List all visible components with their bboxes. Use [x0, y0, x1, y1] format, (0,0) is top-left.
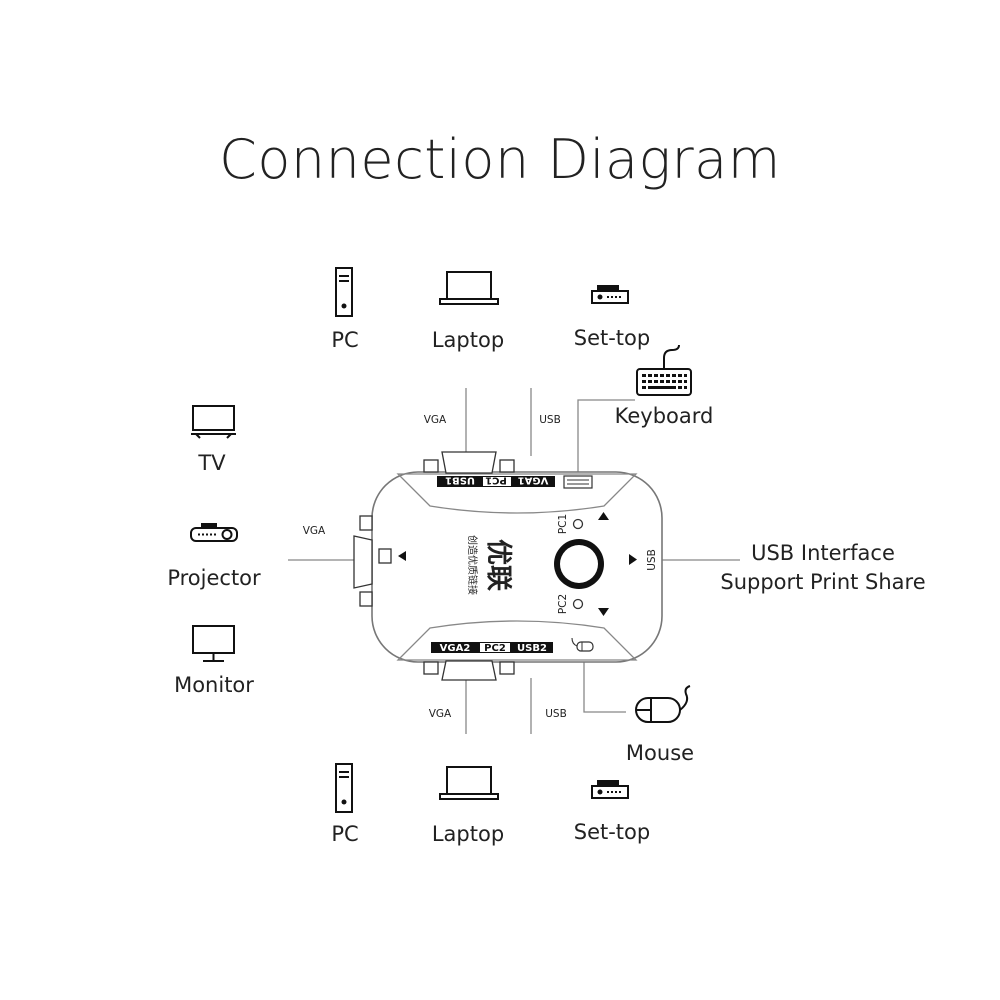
monitor: Monitor	[174, 625, 254, 697]
diagram-title: Connection Diagram	[219, 128, 781, 191]
laptop-icon	[439, 766, 499, 800]
top-usb-label: USB	[539, 414, 561, 426]
top-settop: Set-top	[574, 285, 650, 350]
top-settop-label: Set-top	[574, 326, 650, 350]
led-pc2: PC2	[557, 594, 584, 614]
top-port-strip: VGA1 PC1 USB1	[437, 475, 555, 487]
bottom-settop-label: Set-top	[574, 820, 650, 844]
mouse-port-icon	[571, 637, 594, 652]
arrow-up-icon	[598, 512, 609, 520]
settop-box-icon	[591, 285, 629, 304]
switch-body	[371, 471, 663, 663]
mouse: Mouse	[626, 685, 694, 765]
left-vga-label: VGA	[303, 525, 326, 537]
keyboard: Keyboard	[615, 344, 714, 428]
usb-interface: USB Interface Support Print Share	[720, 541, 925, 594]
brand-logo: 优联 创造优质链接	[466, 535, 513, 595]
switch-button[interactable]	[554, 539, 604, 589]
projector: Projector	[167, 523, 261, 590]
brand-main-text: 优联	[483, 539, 513, 591]
keyboard-icon	[636, 344, 692, 396]
cable-lines	[288, 388, 740, 734]
bottom-pc: PC	[331, 763, 359, 846]
arrow-right-icon	[629, 554, 637, 565]
led-pc1-label: PC1	[557, 514, 569, 534]
port-label-pc2: PC2	[484, 643, 506, 654]
port-label-usb1: USB1	[445, 475, 475, 486]
projector-icon	[190, 523, 238, 542]
left-vga-connector	[353, 515, 406, 607]
bottom-vga-connector	[423, 660, 515, 681]
tv-icon	[191, 405, 236, 439]
port-label-vga2: VGA2	[440, 643, 471, 654]
top-pc-label: PC	[331, 328, 358, 352]
usb-interface-line2: Support Print Share	[720, 570, 925, 594]
top-vga-connector	[423, 451, 515, 474]
bottom-settop: Set-top	[574, 780, 650, 844]
kvm-switch: VGA1 PC1 USB1 优联 创造优质链接	[353, 451, 663, 681]
bottom-pc-label: PC	[331, 822, 358, 846]
led-pc1: PC1	[557, 514, 584, 534]
bottom-usb-label: USB	[545, 708, 567, 720]
laptop-icon	[439, 271, 499, 305]
arrow-down-icon	[598, 608, 609, 616]
bottom-laptop-label: Laptop	[432, 822, 504, 846]
keyboard-usb-connector	[563, 475, 593, 489]
keyboard-label: Keyboard	[615, 404, 714, 428]
monitor-icon	[192, 625, 235, 662]
usb-interface-line1: USB Interface	[751, 541, 895, 565]
top-vga-label: VGA	[424, 414, 447, 426]
pc-tower-icon	[335, 267, 353, 317]
bottom-laptop: Laptop	[432, 766, 504, 846]
tv-label: TV	[197, 451, 226, 475]
tv: TV	[191, 405, 236, 475]
top-laptop-label: Laptop	[432, 328, 504, 352]
bottom-vga-label: VGA	[429, 708, 452, 720]
projector-label: Projector	[167, 566, 261, 590]
right-usb-port-label: USB	[646, 549, 658, 571]
led-pc2-label: PC2	[557, 594, 569, 614]
settop-box-icon	[591, 780, 629, 799]
top-pc: PC	[331, 267, 359, 352]
port-label-usb2: USB2	[517, 643, 547, 654]
brand-sub-text: 创造优质链接	[466, 535, 479, 595]
pc-tower-icon	[335, 763, 353, 813]
monitor-label: Monitor	[174, 673, 254, 697]
top-laptop: Laptop	[432, 271, 504, 352]
port-label-vga1: VGA1	[518, 475, 549, 486]
mouse-icon	[635, 685, 691, 723]
bottom-port-strip: VGA2 PC2 USB2	[431, 642, 553, 654]
port-label-pc1: PC1	[485, 475, 507, 486]
mouse-label: Mouse	[626, 741, 694, 765]
